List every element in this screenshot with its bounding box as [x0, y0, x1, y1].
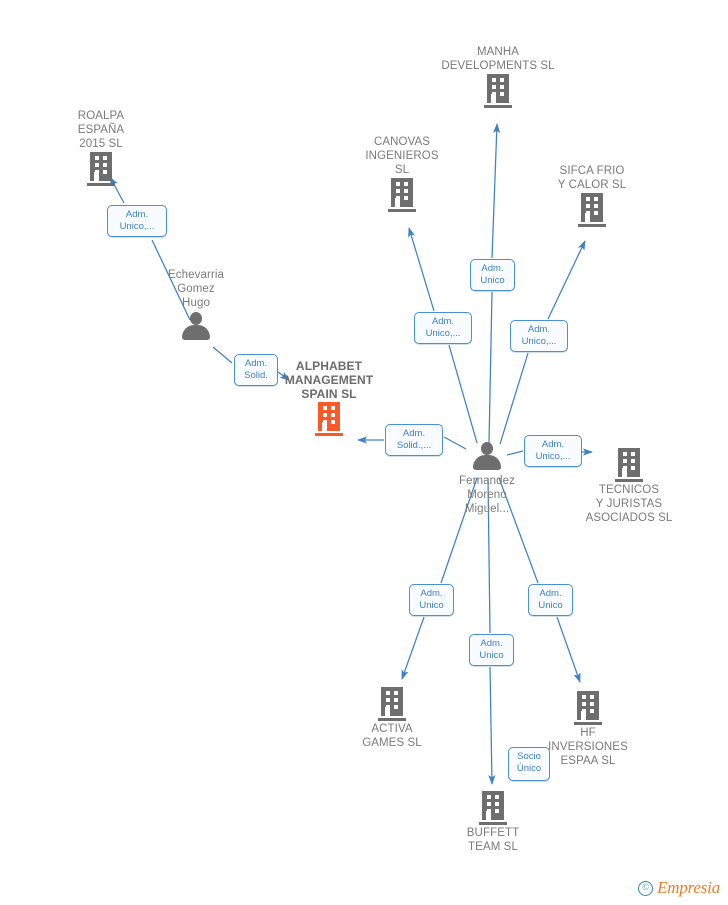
building-icon-highlight [315, 402, 343, 436]
edge-label-buffett [488, 666, 496, 785]
node-echevarria[interactable]: Echevarria Gomez Hugo [126, 268, 266, 343]
building-icon [388, 178, 416, 212]
relation-label-alphabet-fernandez[interactable]: Adm. Solid.,... [385, 424, 443, 456]
relation-label-buffett[interactable]: Adm. Unico [469, 634, 514, 666]
relation-label-alphabet-solid[interactable]: Adm. Solid. [234, 354, 278, 386]
node-roalpa[interactable]: ROALPA ESPAÑA 2015 SL [31, 109, 171, 186]
relation-label-buffett-socio[interactable]: Socio Único [508, 747, 550, 781]
relation-label-hf[interactable]: Adm. Unico [528, 584, 573, 616]
building-icon [87, 152, 115, 186]
node-roalpa-label: ROALPA ESPAÑA 2015 SL [77, 110, 125, 150]
edge-label-sifca [547, 240, 586, 320]
edge-echevarria-label-alphabet [212, 346, 233, 364]
relation-label-canovas[interactable]: Adm. Unico,... [414, 312, 472, 344]
relation-label-activa[interactable]: Adm. Unico [409, 584, 454, 616]
building-icon [574, 691, 602, 725]
edge-fernandez-label-canovas [448, 344, 478, 444]
node-canovas-ingenieros[interactable]: CANOVAS INGENIEROS SL [332, 135, 472, 212]
building-icon [578, 193, 606, 227]
relation-label-roalpa[interactable]: Adm. Unico,... [107, 205, 167, 237]
node-alphabet-label: ALPHABET MANAGEMENT SPAIN SL [284, 359, 374, 401]
node-sifca-label: SIFCA FRIO Y CALOR SL [557, 165, 627, 191]
relation-label-sifca[interactable]: Adm. Unico,... [510, 320, 568, 352]
edge-label-hf [556, 616, 581, 683]
building-icon [479, 791, 507, 825]
node-tecnicos-y-juristas[interactable]: TECNICOS Y JURISTAS ASOCIADOS SL [559, 447, 699, 525]
building-icon [484, 74, 512, 108]
node-manha-label: MANHA DEVELOPMENTS SL [441, 46, 555, 72]
edge-label-activa [401, 616, 425, 680]
building-icon [615, 448, 643, 482]
copyright-icon: © [638, 880, 654, 896]
node-buffett-team[interactable]: BUFFETT TEAM SL [423, 790, 563, 854]
person-icon [472, 441, 502, 473]
node-buffett-label: BUFFETT TEAM SL [466, 827, 520, 853]
node-hf-label: HF INVERSIONES ESPAA SL [548, 727, 628, 767]
building-icon [378, 687, 406, 721]
edge-label-manha [491, 123, 501, 259]
edge-label-canovas [408, 227, 435, 312]
node-activa-games[interactable]: ACTIVA GAMES SL [322, 686, 462, 750]
relation-label-manha[interactable]: Adm. Unico [470, 259, 515, 291]
node-manha-developments[interactable]: MANHA DEVELOPMENTS SL [428, 45, 568, 108]
node-activa-label: ACTIVA GAMES SL [362, 723, 422, 749]
node-alphabet-management-spain[interactable]: ALPHABET MANAGEMENT SPAIN SL [259, 359, 399, 436]
node-hf-inversiones[interactable]: HF INVERSIONES ESPAA SL [518, 690, 658, 768]
edge-fernandez-label-manha [488, 291, 493, 444]
relation-label-tecnicos[interactable]: Adm. Unico,... [524, 435, 582, 467]
edge-fernandez-label-sifca [499, 352, 529, 445]
node-fernandez-label: Fernandez Moreno Miguel... [459, 475, 515, 515]
node-sifca-frio-y-calor[interactable]: SIFCA FRIO Y CALOR SL [522, 164, 662, 227]
node-echevarria-label: Echevarria Gomez Hugo [168, 269, 224, 309]
watermark: © Empresia [638, 878, 720, 898]
person-icon [181, 311, 211, 343]
node-canovas-label: CANOVAS INGENIEROS SL [365, 136, 439, 176]
brand-label: Empresia [657, 878, 720, 897]
node-tecnicos-label: TECNICOS Y JURISTAS ASOCIADOS SL [585, 484, 673, 524]
